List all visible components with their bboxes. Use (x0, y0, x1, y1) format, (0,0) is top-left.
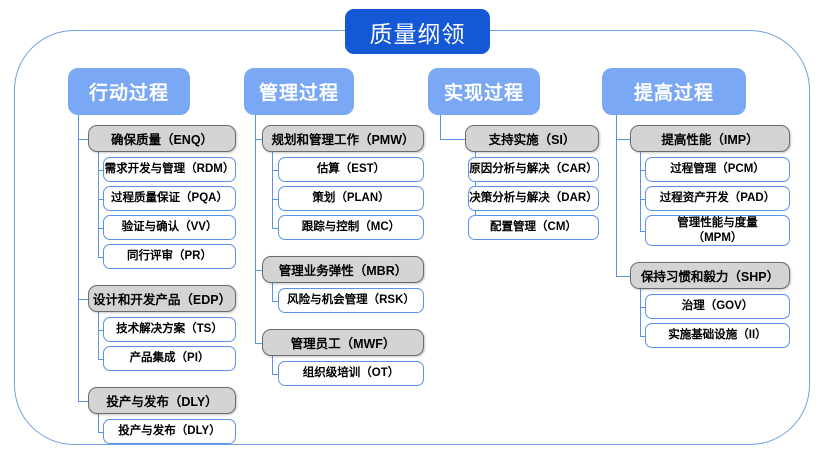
column-stub-3-1 (440, 138, 465, 140)
group-box-2-3[interactable]: 管理员工（MWF） (262, 329, 424, 356)
leaf-box-4-1-3[interactable]: 管理性能与度量（MPM） (645, 215, 790, 246)
child-trunk-2-1 (272, 152, 274, 228)
leaf-box-1-1-2[interactable]: 过程质量保证（PQA） (103, 186, 236, 211)
column-trunk-2 (255, 115, 257, 343)
group-box-1-2[interactable]: 设计和开发产品（EDP） (88, 285, 236, 312)
column-stub-2-3 (255, 342, 262, 344)
group-box-4-1[interactable]: 提高性能（IMP） (630, 125, 790, 152)
column-stub-1-2 (78, 298, 88, 300)
child-trunk-2-2 (272, 283, 274, 301)
child-trunk-1-2 (98, 312, 100, 359)
leaf-box-2-1-1[interactable]: 估算（EST） (278, 157, 424, 182)
column-stub-1-3 (78, 400, 88, 402)
leaf-box-2-1-3[interactable]: 跟踪与控制（MC） (278, 215, 424, 240)
column-stub-4-1 (616, 138, 630, 140)
group-box-2-1[interactable]: 规划和管理工作（PMW） (262, 125, 424, 152)
leaf-box-1-2-2[interactable]: 产品集成（PI） (103, 346, 236, 371)
group-box-2-2[interactable]: 管理业务弹性（MBR） (262, 256, 424, 283)
leaf-box-2-3-1[interactable]: 组织级培训（OT） (278, 361, 424, 386)
leaf-box-1-1-3[interactable]: 验证与确认（VV） (103, 215, 236, 240)
leaf-box-2-2-1[interactable]: 风险与机会管理（RSK） (278, 288, 424, 313)
column-stub-4-2 (616, 275, 630, 277)
column-trunk-1 (78, 115, 80, 401)
child-stub-2-1-3 (272, 227, 278, 229)
child-stub-1-2-2 (98, 358, 103, 360)
leaf-box-1-1-1[interactable]: 需求开发与管理（RDM） (103, 157, 236, 182)
leaf-box-2-1-2[interactable]: 策划（PLAN） (278, 186, 424, 211)
leaf-box-4-2-2[interactable]: 实施基础设施（II） (645, 323, 790, 348)
group-box-1-3[interactable]: 投产与发布（DLY） (88, 387, 236, 414)
child-stub-4-2-2 (640, 335, 645, 337)
group-box-3-1[interactable]: 支持实施（SI） (465, 125, 599, 152)
leaf-box-3-1-2[interactable]: 决策分析与解决（DAR） (468, 186, 599, 211)
leaf-line-1: 管理性能与度量 (677, 217, 758, 230)
column-header-4[interactable]: 提高过程 (602, 68, 746, 115)
leaf-box-4-1-2[interactable]: 过程资产开发（PAD） (645, 186, 790, 211)
child-trunk-2-3 (272, 356, 274, 374)
child-stub-2-3-1 (272, 373, 278, 375)
child-stub-1-2-1 (98, 329, 103, 331)
leaf-line-2: （MPM） (692, 231, 743, 244)
child-trunk-4-2 (640, 289, 642, 336)
column-stub-2-2 (255, 269, 262, 271)
leaf-box-1-2-1[interactable]: 技术解决方案（TS） (103, 317, 236, 342)
child-trunk-4-1 (640, 152, 642, 231)
child-stub-4-2-1 (640, 306, 645, 308)
leaf-box-4-1-1[interactable]: 过程管理（PCM） (645, 157, 790, 182)
column-header-2[interactable]: 管理过程 (244, 68, 354, 115)
group-box-4-2[interactable]: 保持习惯和毅力（SHP） (630, 262, 790, 289)
child-stub-2-1-2 (272, 198, 278, 200)
leaf-box-1-1-4[interactable]: 同行评审（PR） (103, 244, 236, 269)
column-header-1[interactable]: 行动过程 (68, 68, 190, 115)
child-stub-4-1-2 (640, 198, 645, 200)
child-stub-2-2-1 (272, 300, 278, 302)
child-stub-4-1-1 (640, 169, 645, 171)
root-title: 质量纲领 (345, 9, 490, 54)
column-header-3[interactable]: 实现过程 (428, 68, 540, 115)
column-stub-1-1 (78, 138, 88, 140)
child-stub-2-1-1 (272, 169, 278, 171)
column-trunk-3 (440, 115, 442, 139)
leaf-box-4-2-1[interactable]: 治理（GOV） (645, 294, 790, 319)
leaf-box-3-1-3[interactable]: 配置管理（CM） (468, 215, 599, 240)
child-trunk-1-3 (98, 414, 100, 432)
column-stub-2-1 (255, 138, 262, 140)
child-trunk-1-1 (98, 152, 100, 257)
child-stub-1-1-1 (98, 169, 103, 171)
column-trunk-4 (616, 115, 618, 276)
leaf-box-1-3-1[interactable]: 投产与发布（DLY） (103, 419, 236, 444)
child-stub-4-1-3 (640, 230, 645, 232)
child-stub-1-3-1 (98, 431, 103, 433)
group-box-1-1[interactable]: 确保质量（ENQ） (88, 125, 236, 152)
child-stub-1-1-4 (98, 256, 103, 258)
leaf-box-3-1-1[interactable]: 原因分析与解决（CAR） (468, 157, 599, 182)
child-stub-1-1-2 (98, 198, 103, 200)
child-stub-1-1-3 (98, 227, 103, 229)
